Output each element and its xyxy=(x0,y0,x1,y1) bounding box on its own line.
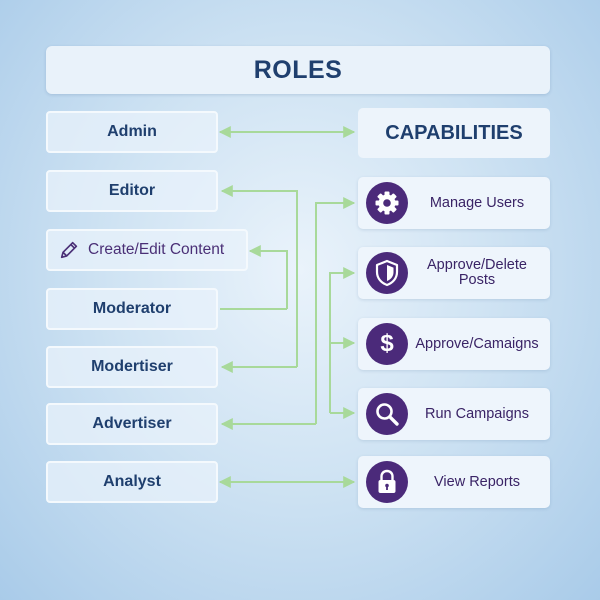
role-advertiser-label: Advertiser xyxy=(92,415,172,432)
capability-approve-campaigns[interactable]: $ Approve/Camaigns xyxy=(358,318,550,370)
magnifier-icon xyxy=(366,393,408,435)
capability-run-campaigns-label: Run Campaigns xyxy=(425,405,529,422)
role-editor-label: Editor xyxy=(108,182,156,199)
role-modertiser-label: Modertiser xyxy=(91,358,173,375)
capability-manage-users[interactable]: Manage Users xyxy=(358,177,550,229)
shield-icon xyxy=(366,252,408,294)
capability-manage-users-label: Manage Users xyxy=(429,194,525,211)
capability-approve-campaigns-label: Approve/Camaigns xyxy=(415,335,539,352)
capability-approve-delete-posts[interactable]: Approve/Delete Posts xyxy=(358,247,550,299)
capabilities-header: CAPABILITIES xyxy=(358,108,550,158)
dollar-icon: $ xyxy=(366,323,408,365)
connector-editor xyxy=(220,185,298,367)
lock-icon xyxy=(366,461,408,503)
role-analyst[interactable]: Analyst xyxy=(46,461,218,503)
role-admin-label: Admin xyxy=(107,123,157,140)
role-create-edit-content-label: Create/Edit Content xyxy=(88,241,225,258)
capability-view-reports-label: View Reports xyxy=(434,473,520,490)
role-admin[interactable]: Admin xyxy=(46,111,218,153)
pencil-icon xyxy=(60,241,78,259)
gear-icon xyxy=(366,182,408,224)
role-advertiser[interactable]: Advertiser xyxy=(46,403,218,445)
capability-approve-delete-posts-label: Approve/Delete Posts xyxy=(427,257,527,288)
role-create-edit-content[interactable]: Create/Edit Content xyxy=(46,229,248,271)
capability-view-reports[interactable]: View Reports xyxy=(358,456,550,508)
capability-run-campaigns[interactable]: Run Campaigns xyxy=(358,388,550,440)
role-moderator[interactable]: Moderator xyxy=(46,288,218,330)
connector-approve-delete xyxy=(329,267,356,413)
role-analyst-label: Analyst xyxy=(103,473,161,490)
roles-title: ROLES xyxy=(46,46,550,94)
role-moderator-label: Moderator xyxy=(92,300,172,317)
connector-manage-users xyxy=(315,197,356,424)
role-editor[interactable]: Editor xyxy=(46,170,218,212)
connector-create-edit xyxy=(248,245,288,309)
role-modertiser[interactable]: Modertiser xyxy=(46,346,218,388)
